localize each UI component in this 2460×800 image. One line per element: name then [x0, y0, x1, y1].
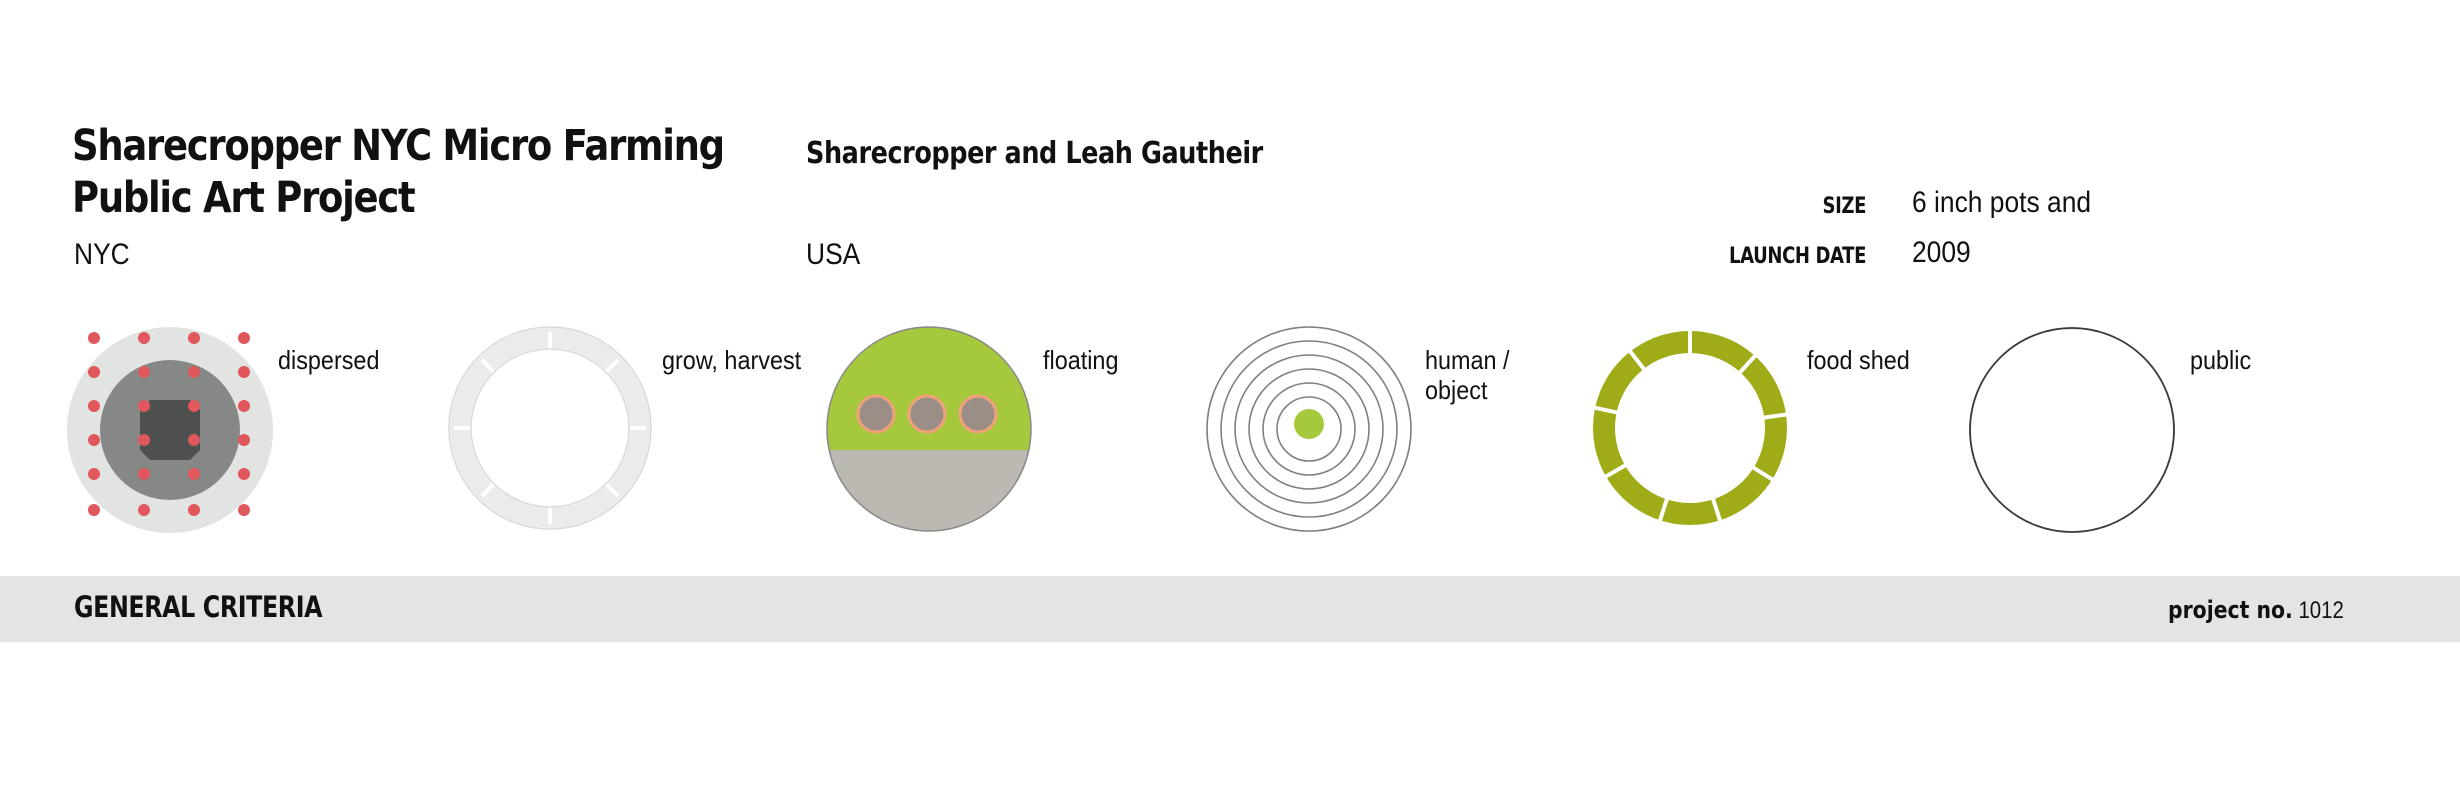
food-shed-icon	[1591, 328, 1790, 525]
criteria-label-food-shed: food shed	[1807, 345, 1910, 375]
dispersed-dot	[238, 332, 250, 344]
launch-date-label: LAUNCH DATE	[1729, 244, 1866, 269]
criteria-label-human-object: human / object	[1425, 345, 1510, 405]
food-shed-gap	[1591, 405, 1620, 415]
project-country: USA	[806, 238, 861, 271]
food-shed-ring	[1593, 331, 1787, 525]
floating-outline	[826, 326, 1032, 532]
dispersed-dot	[138, 504, 150, 516]
dispersed-dot	[88, 400, 100, 412]
public-outline	[1969, 327, 2175, 533]
launch-date-value: 2009	[1912, 236, 1971, 269]
criteria-label-grow-harvest: grow, harvest	[662, 345, 802, 375]
dispersed-dot	[238, 468, 250, 480]
dispersed-dot	[188, 504, 200, 516]
food-shed-gap	[1749, 464, 1776, 483]
project-title: Sharecropper NYC Micro Farming Public Ar…	[72, 120, 725, 224]
dispersed-dot	[138, 366, 150, 378]
criteria-label-human-object-line-2: object	[1425, 375, 1488, 405]
general-criteria-heading: GENERAL CRITERIA	[74, 590, 323, 624]
project-title-line-1: Sharecropper NYC Micro Farming	[72, 121, 725, 171]
size-value: 6 inch pots and	[1912, 186, 2092, 219]
food-shed-gap	[1626, 347, 1648, 373]
project-credit: Sharecropper and Leah Gautheir	[806, 136, 1263, 171]
public-icon	[1969, 327, 2175, 533]
dispersed-dot	[88, 434, 100, 446]
floating-ground	[827, 450, 1031, 531]
criteria-label-floating: floating	[1043, 345, 1119, 375]
dispersed-dot	[138, 400, 150, 412]
project-number: project no. 1012	[2168, 596, 2344, 625]
human-object-center	[1294, 409, 1324, 439]
dispersed-dot	[138, 468, 150, 480]
dispersed-dots	[88, 332, 250, 516]
food-shed-ring-gaps	[1591, 328, 1790, 524]
floating-pot-1	[856, 394, 896, 434]
food-shed-gap	[1602, 462, 1629, 480]
grow-harvest-ring-gaps	[454, 332, 646, 524]
dispersed-dot	[188, 366, 200, 378]
food-shed-gap	[1761, 412, 1790, 420]
dispersed-dot	[238, 400, 250, 412]
floating-pot-2	[907, 394, 947, 434]
dispersed-dot	[188, 468, 200, 480]
dispersed-dot	[138, 332, 150, 344]
grow-harvest-outer-edge	[448, 326, 652, 530]
project-number-label: project no.	[2168, 596, 2293, 624]
dispersed-dot	[88, 468, 100, 480]
size-label: SIZE	[1822, 194, 1867, 219]
criteria-band	[0, 576, 2460, 642]
criteria-label-human-object-line-1: human /	[1425, 345, 1510, 375]
food-shed-gap	[1710, 495, 1723, 524]
dispersed-dot	[88, 366, 100, 378]
dispersed-icon	[67, 327, 273, 533]
dispersed-dot	[188, 332, 200, 344]
human-object-rings	[1206, 326, 1412, 532]
criteria-label-dispersed: dispersed	[278, 345, 380, 375]
human-object-icon	[1206, 326, 1412, 532]
dispersed-dot	[138, 434, 150, 446]
food-shed-gap	[1736, 352, 1759, 376]
floating-pot-3	[958, 394, 998, 434]
dispersed-dot	[88, 504, 100, 516]
floating-icon	[826, 326, 1032, 532]
grow-harvest-inner-edge	[470, 348, 630, 508]
criteria-label-public: public	[2190, 345, 2252, 375]
dispersed-dot	[188, 400, 200, 412]
project-city: NYC	[74, 238, 130, 271]
dispersed-core	[140, 400, 200, 460]
project-title-line-2: Public Art Project	[72, 173, 416, 223]
dispersed-dot	[188, 434, 200, 446]
dispersed-dot	[88, 332, 100, 344]
dispersed-dot	[238, 504, 250, 516]
project-number-value: 1012	[2298, 597, 2344, 624]
grow-harvest-icon	[448, 326, 652, 530]
dispersed-dot	[238, 366, 250, 378]
dispersed-dot	[238, 434, 250, 446]
food-shed-gap	[1657, 495, 1670, 524]
